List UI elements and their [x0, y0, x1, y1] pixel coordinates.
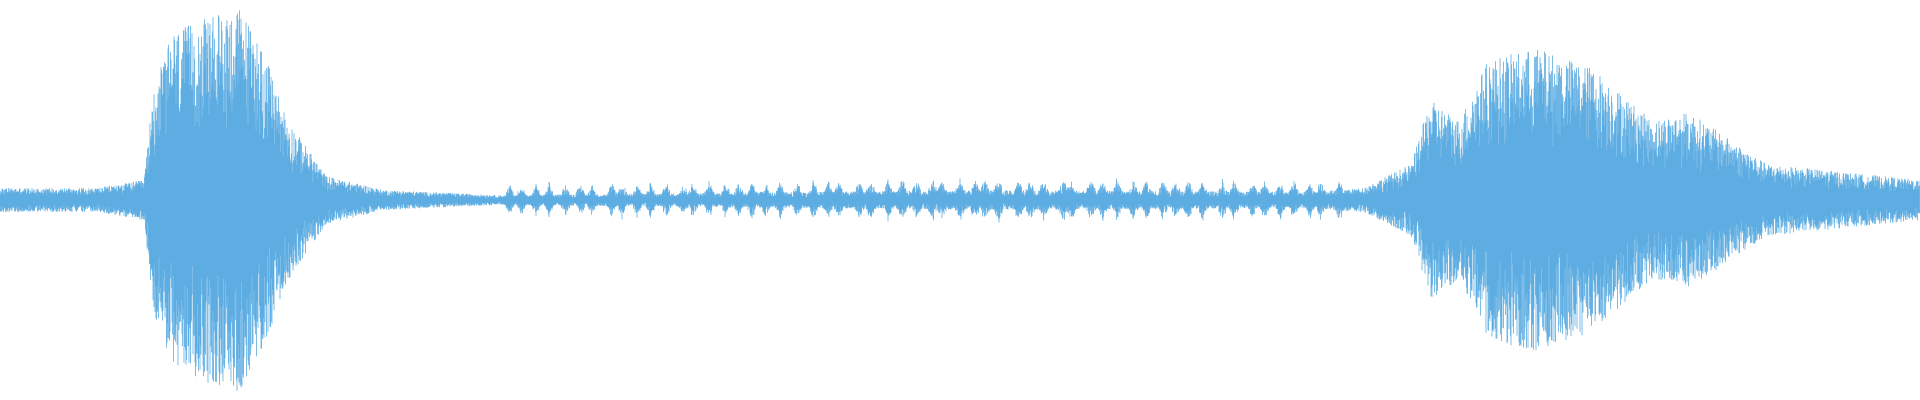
waveform-samples — [0, 10, 1920, 391]
